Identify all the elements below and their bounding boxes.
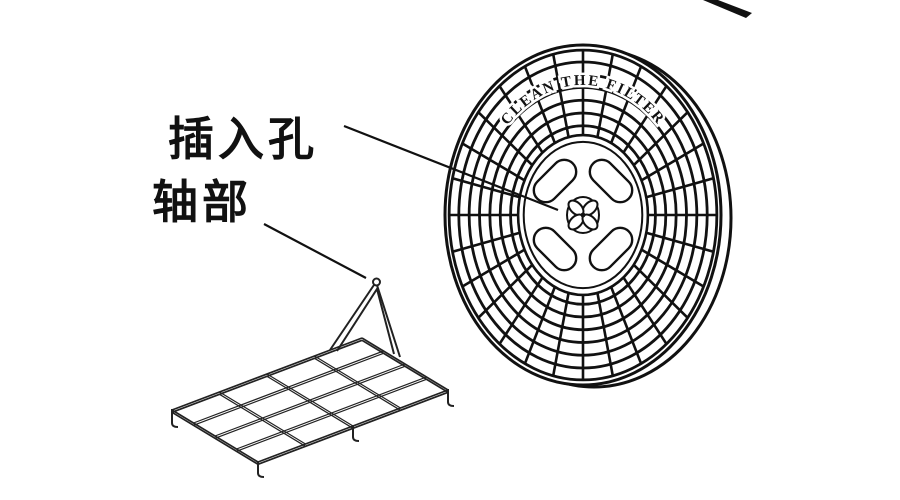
rack-leg-right (447, 389, 455, 407)
wire-rack (171, 277, 455, 478)
center-hole-ring (566, 196, 600, 234)
filter-spoke (452, 177, 521, 199)
rack-wire (314, 355, 401, 409)
rack-wire (314, 357, 401, 411)
filter-spoke (622, 85, 668, 154)
filter-spoke (645, 177, 714, 199)
filter-spoke (645, 231, 714, 253)
rack-wire (219, 393, 306, 447)
filter-spoke (551, 292, 570, 377)
hub-slot-lower-right (588, 226, 634, 272)
filter-spoke (609, 286, 643, 365)
filter-disc: CLEAN THE FILTER (443, 43, 733, 389)
filter-spoke (609, 65, 643, 144)
filter-spoke (523, 65, 557, 144)
rack-leg-left (171, 409, 179, 428)
filter-spoke (461, 248, 526, 288)
filter-spoke (640, 142, 705, 182)
filter-spoke (622, 276, 668, 345)
rack-wire (171, 411, 259, 466)
hub-inner-ring (522, 140, 644, 290)
filter-grid-spokes (449, 50, 717, 380)
rack-wire (361, 339, 449, 394)
rack-leg-front (352, 425, 360, 442)
filter-spoke (632, 111, 689, 167)
filter-hub (516, 133, 650, 297)
leader-line-insertion-hole (343, 124, 559, 212)
filter-spoke (477, 263, 534, 319)
rack-wire (266, 373, 354, 427)
filter-spoke (551, 53, 570, 138)
filter-spoke (498, 276, 544, 345)
filter-spoke (632, 263, 689, 319)
rack-wire (361, 337, 449, 391)
hub-slot-lower-left (532, 226, 578, 272)
filter-spoke (640, 248, 705, 288)
label-shaft: 轴部 (152, 176, 252, 228)
rack-wire (219, 391, 306, 445)
filter-spoke (596, 292, 615, 377)
center-insertion-hole (566, 196, 600, 234)
filter-spoke (498, 85, 544, 154)
leader-line-shaft (263, 223, 367, 279)
rack-wire (266, 375, 354, 429)
handle-tip-loop (372, 277, 381, 287)
rack-wire (171, 409, 259, 463)
handle-wire-inner (336, 286, 395, 355)
label-insertion-hole: 插入孔 (168, 113, 318, 165)
rack-leg-bottom (257, 461, 265, 478)
filter-spoke (523, 286, 557, 365)
center-dot (580, 212, 586, 218)
rack-grid (171, 337, 449, 466)
rack-handle-shaft (329, 277, 401, 358)
filter-spoke (461, 142, 526, 182)
hub-slot-upper-right (588, 158, 634, 204)
filter-spoke (477, 111, 534, 167)
filter-spoke (596, 53, 615, 138)
corner-mark (703, 0, 752, 18)
filter-spoke (452, 231, 521, 253)
